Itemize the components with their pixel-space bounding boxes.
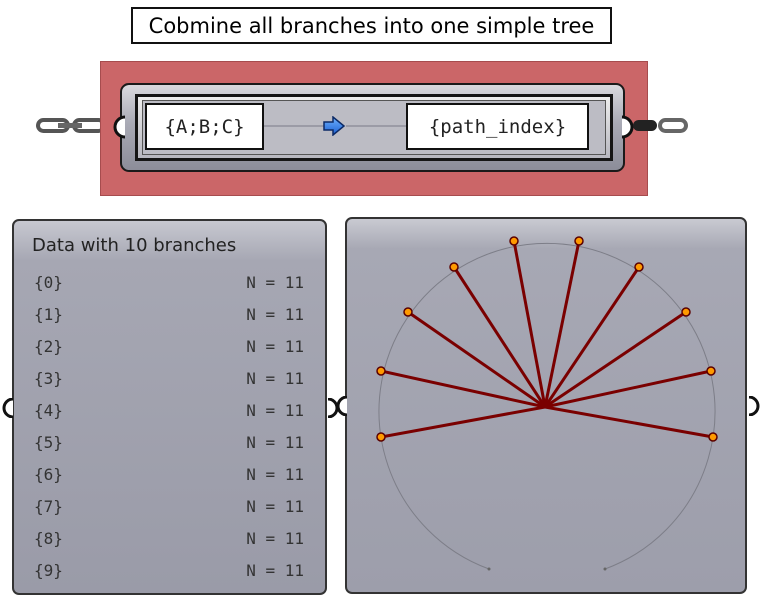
radial-line	[544, 405, 714, 439]
branch-path: {3}	[34, 369, 63, 388]
branch-path: {9}	[34, 561, 63, 580]
endpoint-marker	[708, 432, 718, 442]
path-connector-left	[264, 125, 326, 127]
radial-line	[512, 240, 547, 408]
branch-count: N = 11	[246, 561, 304, 580]
branch-row: {5} N = 11	[34, 433, 304, 457]
branch-count: N = 11	[246, 369, 304, 388]
radial-line	[452, 266, 547, 408]
branch-path: {6}	[34, 465, 63, 484]
endpoint-marker	[509, 236, 519, 246]
branch-path: {4}	[34, 401, 63, 420]
preview-output-grip[interactable]	[748, 396, 760, 416]
branch-count: N = 11	[246, 465, 304, 484]
radial-line	[543, 240, 581, 408]
target-path-field[interactable]: {path_index}	[406, 103, 589, 150]
radial-line	[380, 369, 546, 409]
branch-count: N = 11	[246, 337, 304, 356]
radial-line	[543, 266, 641, 408]
branch-row: {9} N = 11	[34, 561, 304, 585]
branch-row: {2} N = 11	[34, 337, 304, 361]
arc-end-left	[487, 567, 491, 571]
branch-row: {7} N = 11	[34, 497, 304, 521]
branch-row: {4} N = 11	[34, 401, 304, 425]
branch-path: {2}	[34, 337, 63, 356]
branch-count: N = 11	[246, 305, 304, 324]
component-output-grip[interactable]	[620, 115, 636, 139]
branch-count: N = 11	[246, 401, 304, 420]
radial-lines	[376, 236, 718, 442]
arc-end-right	[603, 567, 607, 571]
branch-count: N = 11	[246, 497, 304, 516]
geometry-preview-panel[interactable]	[345, 217, 747, 594]
radial-line	[544, 310, 687, 409]
endpoint-marker	[634, 262, 644, 272]
circle-arc	[378, 242, 716, 570]
branch-count: N = 11	[246, 433, 304, 452]
branch-path: {5}	[34, 433, 63, 452]
endpoint-marker	[376, 432, 386, 442]
endpoint-marker	[449, 262, 459, 272]
component-input-grip[interactable]	[111, 115, 127, 139]
branch-path: {0}	[34, 273, 63, 292]
branch-count: N = 11	[246, 273, 304, 292]
tooltip-text: Cobmine all branches into one simple tre…	[148, 13, 595, 38]
tooltip: Cobmine all branches into one simple tre…	[131, 7, 612, 44]
radial-line	[544, 369, 712, 409]
endpoint-marker	[574, 236, 584, 246]
radial-line	[380, 405, 546, 439]
branch-row: {0} N = 11	[34, 273, 304, 297]
branch-row: {8} N = 11	[34, 529, 304, 553]
data-viewer-panel[interactable]: Data with 10 branches {0} N = 11 {1} N = 11…	[12, 219, 327, 595]
endpoint-marker	[681, 307, 691, 317]
panel-title: Data with 10 branches	[32, 235, 237, 256]
endpoint-marker	[403, 307, 413, 317]
radial-line	[407, 310, 546, 409]
branch-row: {1} N = 11	[34, 305, 304, 329]
branch-path: {1}	[34, 305, 63, 324]
viewer-input-grip[interactable]	[2, 398, 14, 418]
path-connector-right	[346, 125, 406, 127]
output-wire[interactable]	[626, 111, 696, 141]
branch-path: {8}	[34, 529, 63, 548]
endpoint-marker	[376, 366, 386, 376]
branch-count: N = 11	[246, 529, 304, 548]
endpoint-marker	[706, 366, 716, 376]
source-path-field[interactable]: {A;B;C}	[145, 103, 264, 150]
preview-canvas	[376, 236, 718, 571]
arrow-right-icon	[323, 116, 346, 136]
branch-row: {6} N = 11	[34, 465, 304, 489]
preview-input-grip[interactable]	[336, 396, 348, 416]
branch-row: {3} N = 11	[34, 369, 304, 393]
branch-path: {7}	[34, 497, 63, 516]
